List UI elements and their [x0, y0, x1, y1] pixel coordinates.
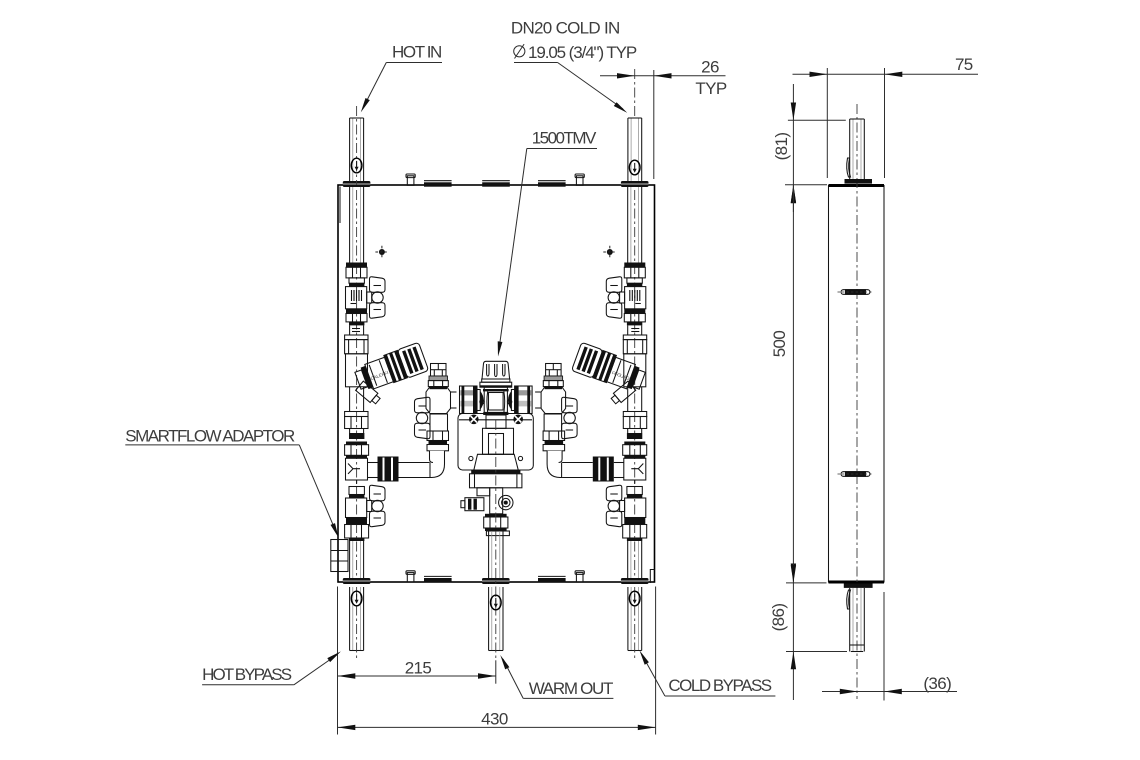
- svg-text:WARM OUT: WARM OUT: [529, 679, 613, 698]
- svg-text:215: 215: [405, 658, 432, 677]
- svg-text:TYP: TYP: [695, 79, 727, 98]
- svg-text:(86): (86): [769, 604, 788, 632]
- svg-text:500: 500: [770, 331, 789, 358]
- svg-text:19.05 (3/4") TYP: 19.05 (3/4") TYP: [528, 43, 637, 62]
- svg-text:COLD BYPASS: COLD BYPASS: [668, 676, 771, 695]
- svg-text:430: 430: [481, 710, 508, 729]
- svg-text:SMARTFLOW ADAPTOR: SMARTFLOW ADAPTOR: [125, 426, 295, 445]
- svg-text:HOT BYPASS: HOT BYPASS: [202, 665, 292, 684]
- svg-text:HOT IN: HOT IN: [392, 43, 441, 62]
- svg-text:DN20 COLD IN: DN20 COLD IN: [511, 18, 620, 37]
- svg-text:75: 75: [955, 55, 973, 74]
- svg-text:(36): (36): [923, 674, 951, 693]
- svg-text:26: 26: [701, 57, 719, 76]
- svg-text:1500TMV: 1500TMV: [532, 129, 597, 148]
- svg-text:(81): (81): [772, 133, 791, 161]
- svg-text:CALEFFI: CALEFFI: [370, 370, 389, 381]
